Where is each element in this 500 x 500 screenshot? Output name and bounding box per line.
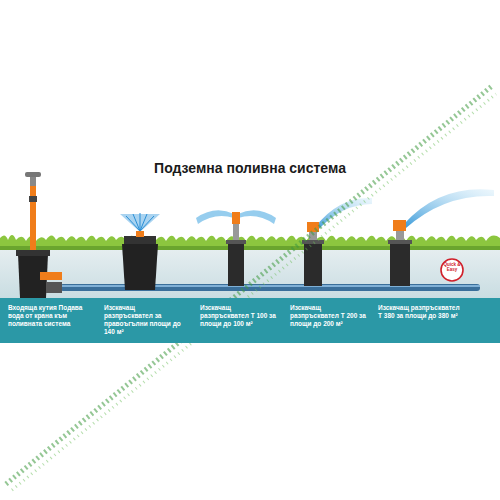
spray-rect: [120, 214, 160, 232]
inlet-coupling: [40, 272, 62, 280]
soil: [0, 248, 500, 298]
badge-label: Quick & Easy: [442, 263, 462, 273]
tap-handle: [25, 172, 41, 177]
spray-jet: [404, 189, 494, 228]
nozzle: [232, 212, 240, 224]
riser: [233, 224, 239, 240]
nozzle: [136, 231, 144, 237]
nozzle: [393, 220, 406, 231]
caption-text: Изскачащ разпръсквател T 380 за площи до…: [378, 304, 460, 320]
spray-lines: [126, 213, 154, 231]
grass-edge: [0, 246, 500, 250]
watermark: [6, 86, 492, 484]
caption-text: Изскачащ разпръсквател T 200 за площи до…: [290, 304, 370, 328]
sprinkler-body: [390, 240, 410, 286]
sprinkler-body: [304, 240, 322, 286]
sprinkler-head: [124, 236, 156, 244]
spray-right: [238, 210, 276, 224]
sprinkler-body: [228, 240, 244, 286]
spray-left: [196, 210, 234, 224]
caption-text: Изскачащ разпръсквател T 100 за площи до…: [200, 304, 278, 328]
hose-connector: [30, 186, 36, 256]
caption-band: Входяща кутия Подава вода от крана към п…: [0, 298, 500, 343]
caption-text: Изскачащ разпръсквател за правоъгълни пл…: [104, 304, 184, 337]
sprinkler-cap: [226, 240, 246, 244]
grass: [0, 235, 500, 250]
inlet-box-lid: [16, 250, 50, 256]
diagram-title: Подземна поливна система: [0, 160, 500, 176]
connector-ring: [29, 196, 37, 202]
riser: [396, 231, 404, 240]
caption-text: Входяща кутия Подава вода от крана към п…: [8, 304, 84, 328]
watermark: [12, 94, 496, 490]
sprinkler-housing: [122, 244, 158, 290]
supply-pipe: [60, 284, 480, 291]
pipe-shine: [60, 285, 480, 287]
sprinkler-cap: [388, 240, 412, 244]
badge-ring: [441, 259, 463, 281]
tap: [30, 176, 36, 186]
inlet-outlet: [46, 282, 62, 293]
